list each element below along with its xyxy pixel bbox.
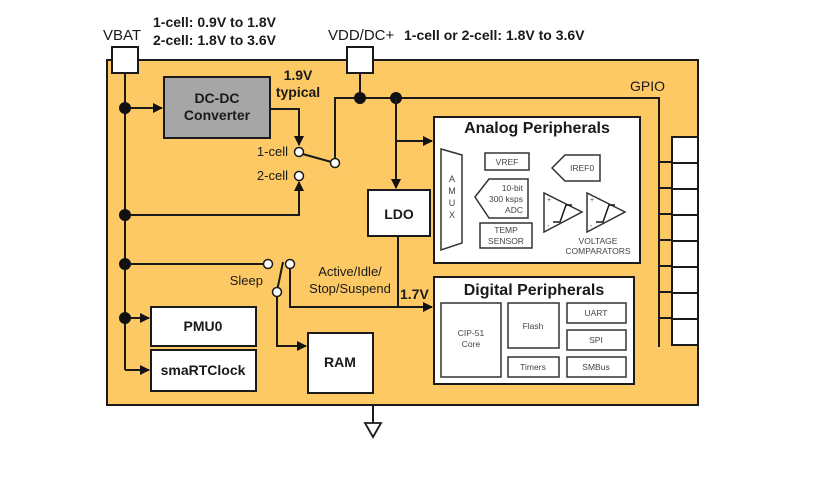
comparators-label-line2: COMPARATORS <box>565 246 631 256</box>
comparator-plus: + <box>590 197 594 204</box>
active-label-line2: Stop/Suspend <box>309 281 391 296</box>
amux-letter: X <box>449 210 455 220</box>
rtc-block <box>150 349 257 392</box>
gpio-pin-group <box>659 136 699 346</box>
gpio-pin <box>671 188 699 216</box>
dcdc-label-line2: Converter <box>184 107 251 123</box>
cell-2-label: 2-cell <box>257 168 288 183</box>
junction-dot <box>354 92 366 104</box>
vdd-bus-wire <box>334 97 660 347</box>
junction-dot <box>119 312 131 324</box>
vref-label: VREF <box>496 157 519 167</box>
vdd-range: 1-cell or 2-cell: 1.8V to 3.6V <box>404 27 585 43</box>
vdd-label: VDD/DC+ <box>328 27 395 44</box>
junction-dot <box>119 209 131 221</box>
cpu-core-block <box>440 302 502 378</box>
dcdc-output-wire <box>270 108 304 146</box>
uart-block <box>566 302 627 324</box>
junction-dot <box>119 258 131 270</box>
switch-to-ram-wire <box>276 296 307 351</box>
temp-label-line2: SENSOR <box>488 236 524 246</box>
power-switch-blade <box>276 261 284 292</box>
analog-peripherals-block <box>433 116 641 264</box>
cell-2-contact <box>293 170 305 182</box>
cell-1-contact <box>293 146 305 158</box>
ram-block <box>307 332 374 394</box>
gpio-pin <box>671 162 699 190</box>
gpio-pin <box>671 318 699 346</box>
amux-letter: M <box>448 186 456 196</box>
spi-label: SPI <box>589 335 603 345</box>
power-switch-pivot <box>271 286 283 298</box>
adc-block <box>474 178 529 219</box>
dcdc-output-voltage: 1.9V <box>284 67 313 83</box>
amux-letter: U <box>449 198 456 208</box>
ldo-label: LDO <box>384 206 414 222</box>
vbat-pin <box>111 46 139 74</box>
smbus-block <box>566 356 627 378</box>
adc-rate: 300 ksps <box>489 194 523 204</box>
flash-block <box>507 302 560 349</box>
temp-sensor-block <box>479 222 533 249</box>
comparator-minus: - <box>590 223 593 230</box>
gpio-label: GPIO <box>630 78 665 94</box>
active-to-digital-wire <box>289 268 433 312</box>
rtc-label: smaRTClock <box>161 362 246 378</box>
pmu-label: PMU0 <box>184 318 223 334</box>
gpio-pin <box>671 136 699 164</box>
flash-label: Flash <box>523 321 544 331</box>
comparator-1: + - <box>543 191 584 234</box>
comparator-2: + - <box>586 191 627 234</box>
analog-title: Analog Peripherals <box>464 120 610 137</box>
junction-dot <box>119 102 131 114</box>
sleep-label: Sleep <box>230 273 263 288</box>
cpu-core-label-line1: CIP-51 <box>458 328 485 338</box>
cell-switch-blade <box>298 152 336 164</box>
iref-label: IREF0 <box>570 163 594 173</box>
vbat-range-2cell: 2-cell: 1.8V to 3.6V <box>153 32 277 48</box>
cpu-core-label-line2: Core <box>462 339 481 349</box>
comparators-label-line1: VOLTAGE <box>579 236 618 246</box>
gpio-pin <box>671 266 699 294</box>
digital-title: Digital Peripherals <box>464 282 605 299</box>
vbat-range-1cell: 1-cell: 0.9V to 1.8V <box>153 14 277 30</box>
smbus-label: SMBus <box>582 362 609 372</box>
cell-1-label: 1-cell <box>257 144 288 159</box>
amux-letter: A <box>449 174 455 184</box>
uart-label: UART <box>585 308 608 318</box>
dcdc-converter-block <box>163 76 271 139</box>
comparator-minus: - <box>547 223 550 230</box>
active-contact <box>284 258 296 270</box>
iref-block <box>550 154 601 182</box>
active-label-line1: Active/Idle/ <box>318 264 382 279</box>
pmu-block <box>150 306 257 347</box>
timers-block <box>507 356 560 378</box>
temp-label-line1: TEMP <box>494 225 518 235</box>
adc-bits: 10-bit <box>502 183 524 193</box>
sleep-contact <box>262 258 274 270</box>
vdd-pin <box>346 46 374 74</box>
gpio-pin <box>671 240 699 268</box>
cell-switch-pivot <box>329 157 341 169</box>
vbat-to-2cell-wire <box>125 181 304 216</box>
ldo-output-voltage: 1.7V <box>400 286 429 302</box>
dcdc-label-line1: DC-DC <box>194 90 239 106</box>
gpio-pin <box>671 214 699 242</box>
dcdc-output-typical: typical <box>276 84 320 100</box>
adc-label: ADC <box>505 205 523 215</box>
gpio-pin <box>671 292 699 320</box>
timers-label: Timers <box>520 362 546 372</box>
spi-block <box>566 329 627 351</box>
amux-shape <box>440 148 463 252</box>
comparator-plus: + <box>547 197 551 204</box>
ram-label: RAM <box>324 354 356 370</box>
ground-icon <box>363 422 383 439</box>
vbat-label: VBAT <box>103 27 141 44</box>
vref-block <box>484 152 530 171</box>
